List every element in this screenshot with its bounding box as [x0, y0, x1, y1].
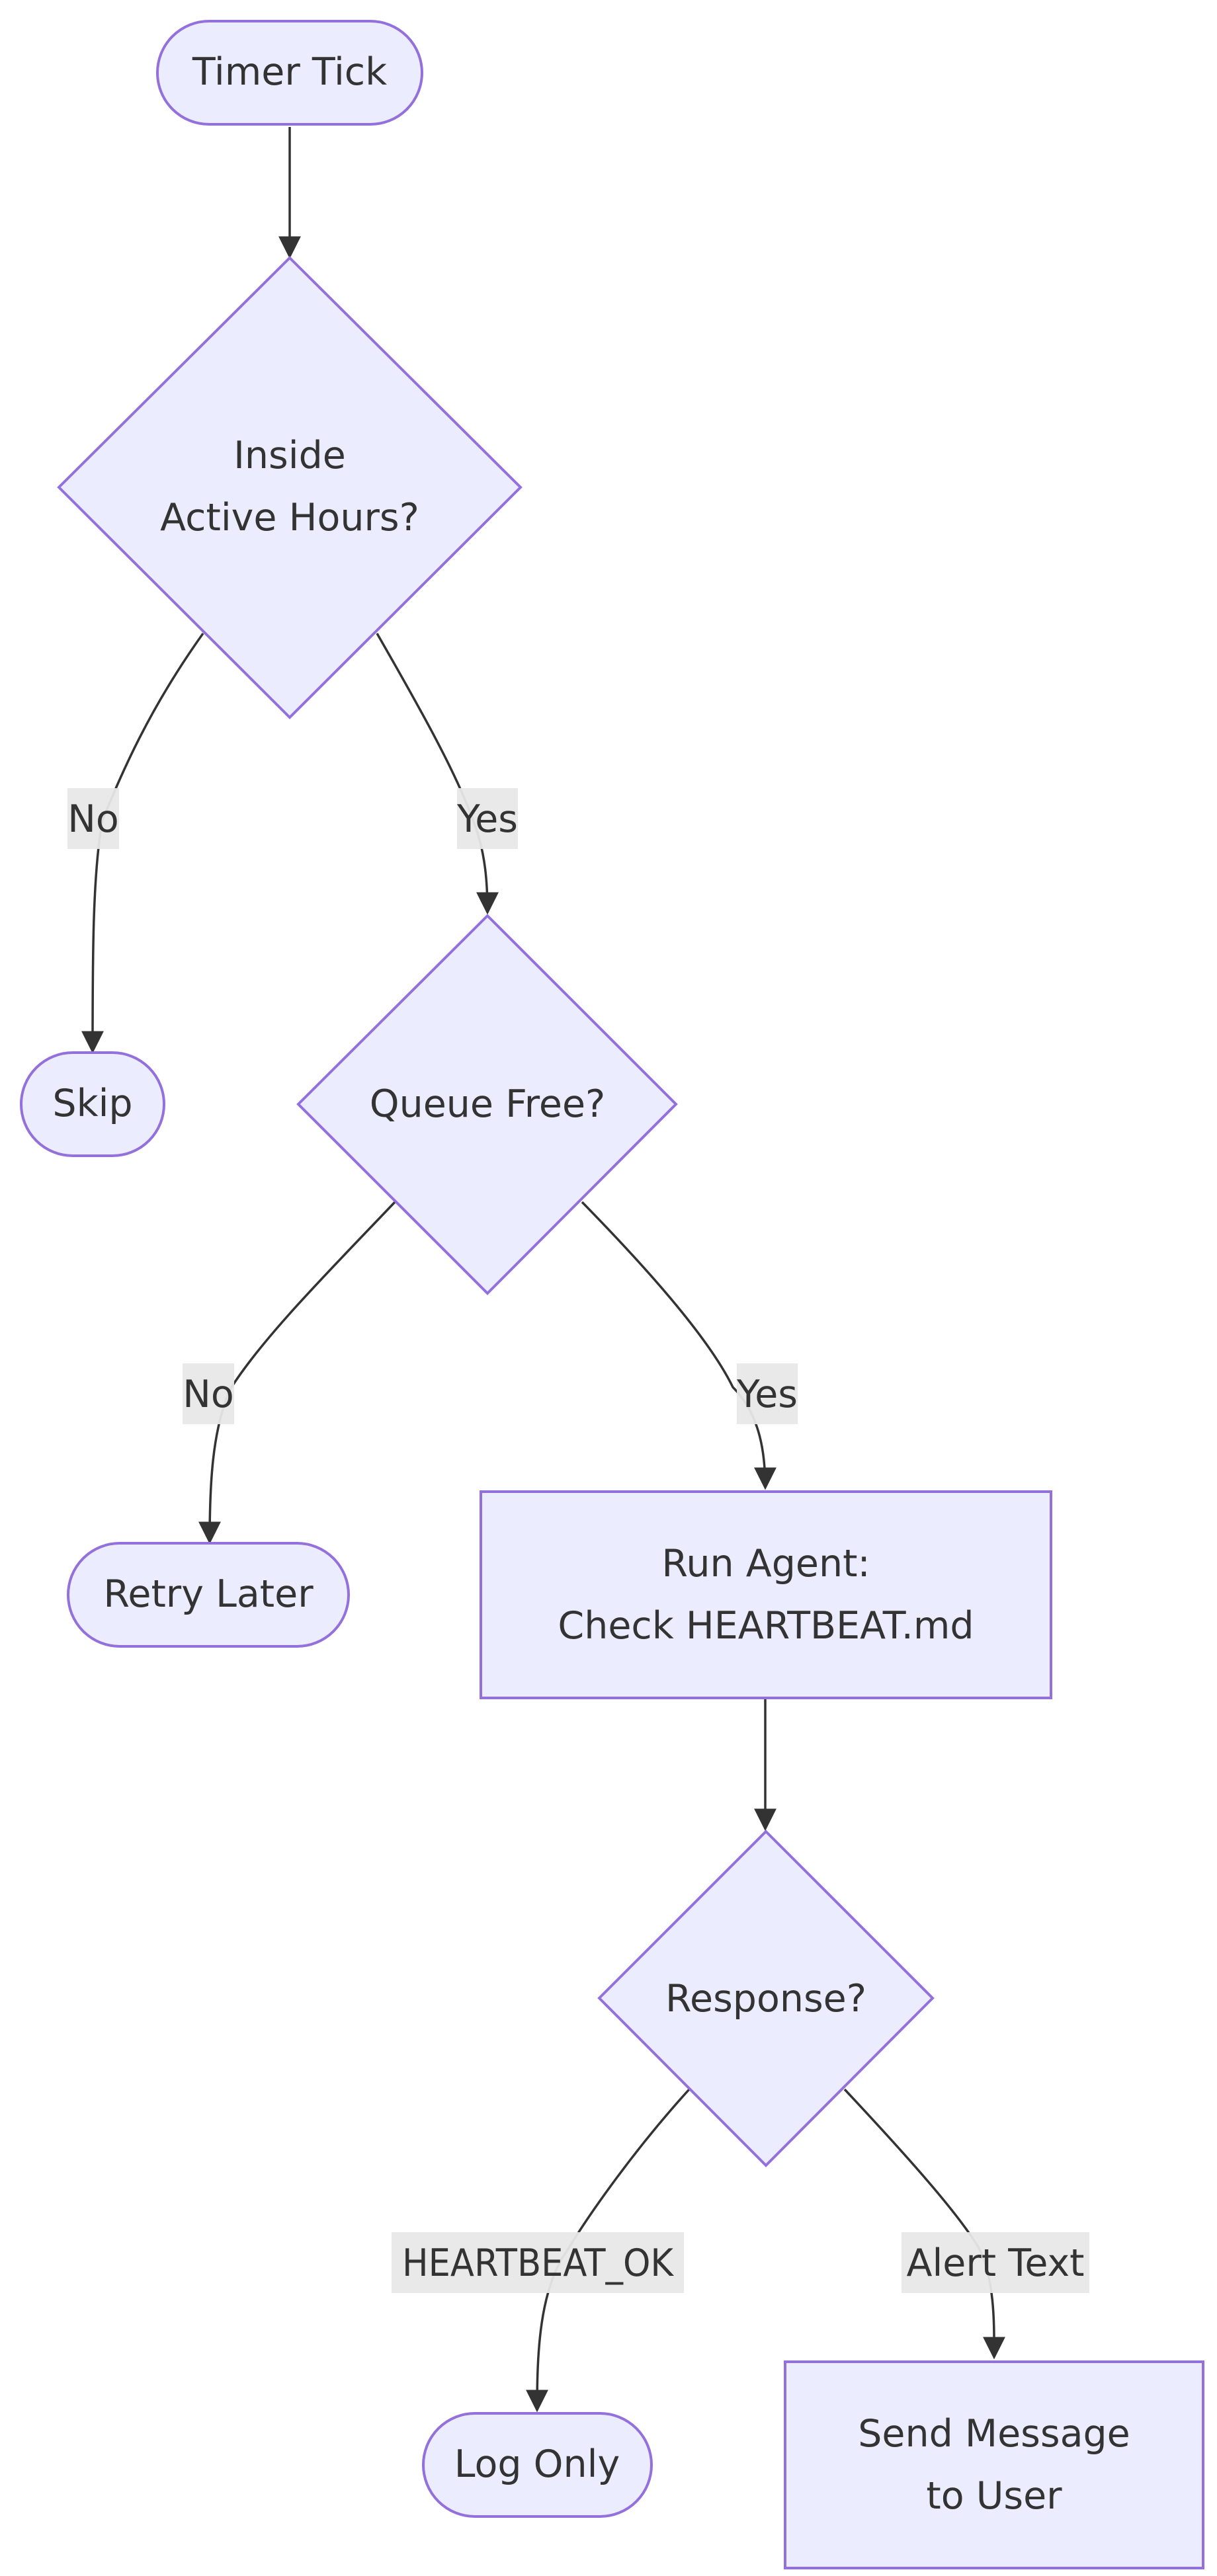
edge-active-yes [376, 633, 499, 915]
edge-queue-yes [581, 1201, 776, 1490]
node-send-message-shape [784, 2360, 1204, 2569]
edge-labels: No Yes No Yes HEARTBEAT_OK Alert Text [67, 788, 1089, 2293]
edge-label-bg [902, 2232, 1089, 2293]
node-retry-later-label: Retry Later [103, 1572, 314, 1616]
node-run-agent-label-1: Run Agent: [661, 1542, 870, 1586]
node-run-agent-shape [480, 1490, 1052, 1699]
node-active-hours-label-1: Inside [233, 434, 346, 477]
edge-label-bg [737, 1363, 798, 1424]
node-log-only[interactable]: Log Only [422, 2412, 653, 2518]
edge-label-text: Yes [736, 1373, 798, 1416]
edge-response-alert [843, 2088, 1006, 2360]
node-run-agent[interactable]: Run Agent: Check HEARTBEAT.md [480, 1490, 1052, 1699]
edge-label-response-alert: Alert Text [902, 2232, 1089, 2293]
edge-label-queue-yes: Yes [736, 1363, 798, 1424]
node-skip-label: Skip [52, 1082, 132, 1125]
node-response-label: Response? [665, 1977, 866, 2021]
edge-label-bg [392, 2232, 684, 2293]
node-run-agent-label-2: Check HEARTBEAT.md [558, 1604, 974, 1648]
node-response-shape [597, 1830, 935, 2167]
node-timer-tick[interactable]: Timer Tick [156, 20, 423, 126]
node-timer-tick-shape [156, 20, 423, 126]
node-active-hours[interactable]: Inside Active Hours? [57, 256, 523, 719]
node-active-hours-shape [57, 256, 523, 719]
node-log-only-shape [422, 2412, 653, 2518]
edge-label-text: No [67, 797, 119, 841]
node-skip[interactable]: Skip [20, 1051, 165, 1157]
node-queue-free-shape [296, 914, 678, 1295]
node-response[interactable]: Response? [597, 1830, 935, 2167]
node-queue-free-label: Queue Free? [370, 1082, 606, 1126]
nodes: Timer Tick Inside Active Hours? Skip Que… [20, 20, 1204, 2569]
node-timer-tick-label: Timer Tick [192, 50, 387, 94]
edge-label-response-ok: HEARTBEAT_OK [392, 2232, 684, 2293]
node-send-message-label-2: to User [926, 2474, 1062, 2518]
edge-label-queue-no: No [183, 1363, 234, 1424]
node-retry-later-shape [67, 1542, 350, 1648]
edge-label-active-yes: Yes [456, 788, 518, 849]
node-active-hours-label-2: Active Hours? [160, 496, 419, 540]
edge-label-text: No [183, 1373, 234, 1416]
edge-label-bg [183, 1363, 234, 1424]
node-skip-shape [20, 1051, 165, 1157]
edge-label-text: Alert Text [906, 2241, 1084, 2285]
node-log-only-label: Log Only [454, 2442, 620, 2486]
edge-label-bg [67, 788, 119, 849]
edge-label-text: HEARTBEAT_OK [402, 2241, 674, 2285]
edge-label-bg [457, 788, 518, 849]
node-send-message-label-1: Send Message [858, 2412, 1130, 2456]
node-retry-later[interactable]: Retry Later [67, 1542, 350, 1648]
edge-queue-no [198, 1201, 396, 1545]
node-send-message[interactable]: Send Message to User [784, 2360, 1204, 2569]
node-queue-free[interactable]: Queue Free? [296, 914, 678, 1295]
edge-label-text: Yes [456, 797, 518, 841]
edge-label-active-no: No [67, 788, 119, 849]
